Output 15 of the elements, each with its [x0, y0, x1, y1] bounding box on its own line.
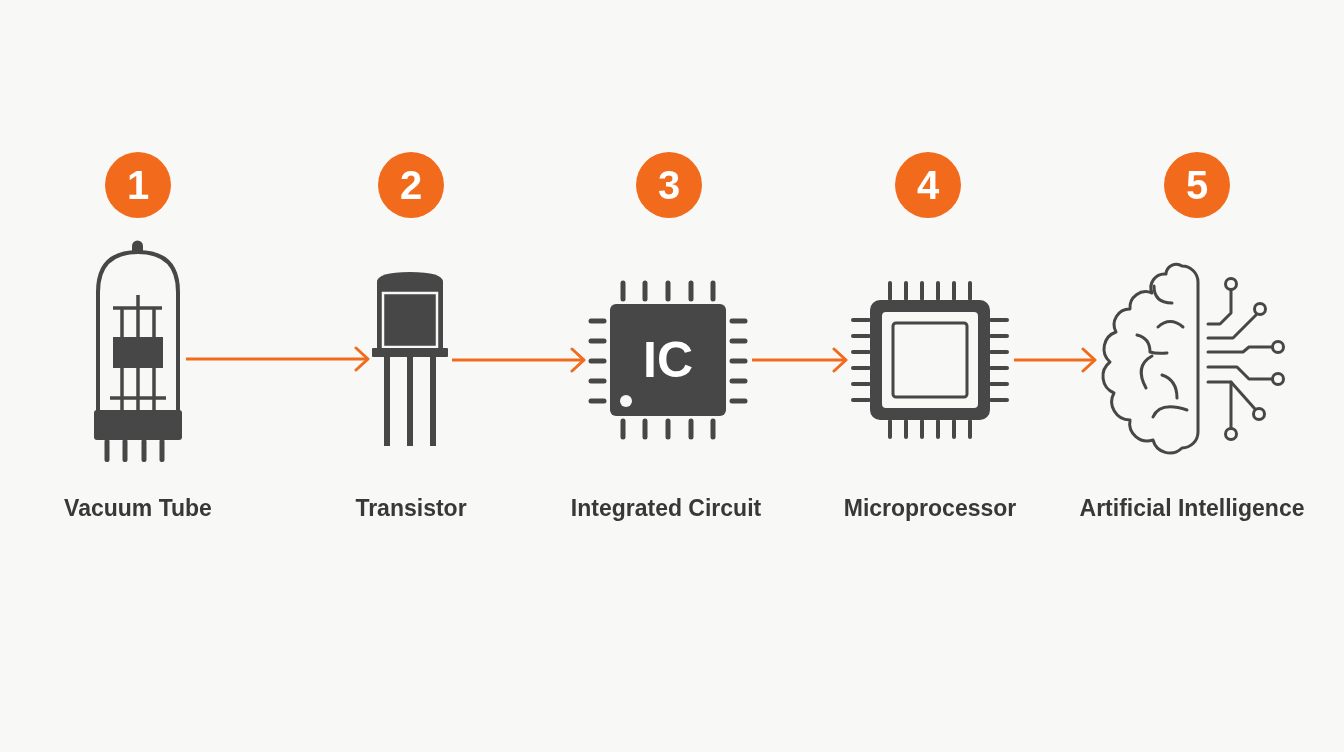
arrow — [752, 347, 848, 373]
stage-label: Vacuum Tube — [64, 495, 212, 522]
arrow — [186, 346, 370, 372]
step-number-circle: 4 — [895, 152, 961, 218]
stage-label: Transistor — [355, 495, 467, 522]
stage-label: Artificial Intelligence — [1079, 495, 1305, 522]
step-number-circle: 5 — [1164, 152, 1230, 218]
step-number-circle: 3 — [636, 152, 702, 218]
chip-label: IC — [643, 335, 693, 385]
arrow — [452, 347, 586, 373]
step-number-circle: 1 — [105, 152, 171, 218]
stage-label: Integrated Circuit — [570, 495, 762, 522]
step-number-circle: 2 — [378, 152, 444, 218]
arrow — [1014, 347, 1097, 373]
stage-label: Microprocessor — [843, 495, 1017, 522]
